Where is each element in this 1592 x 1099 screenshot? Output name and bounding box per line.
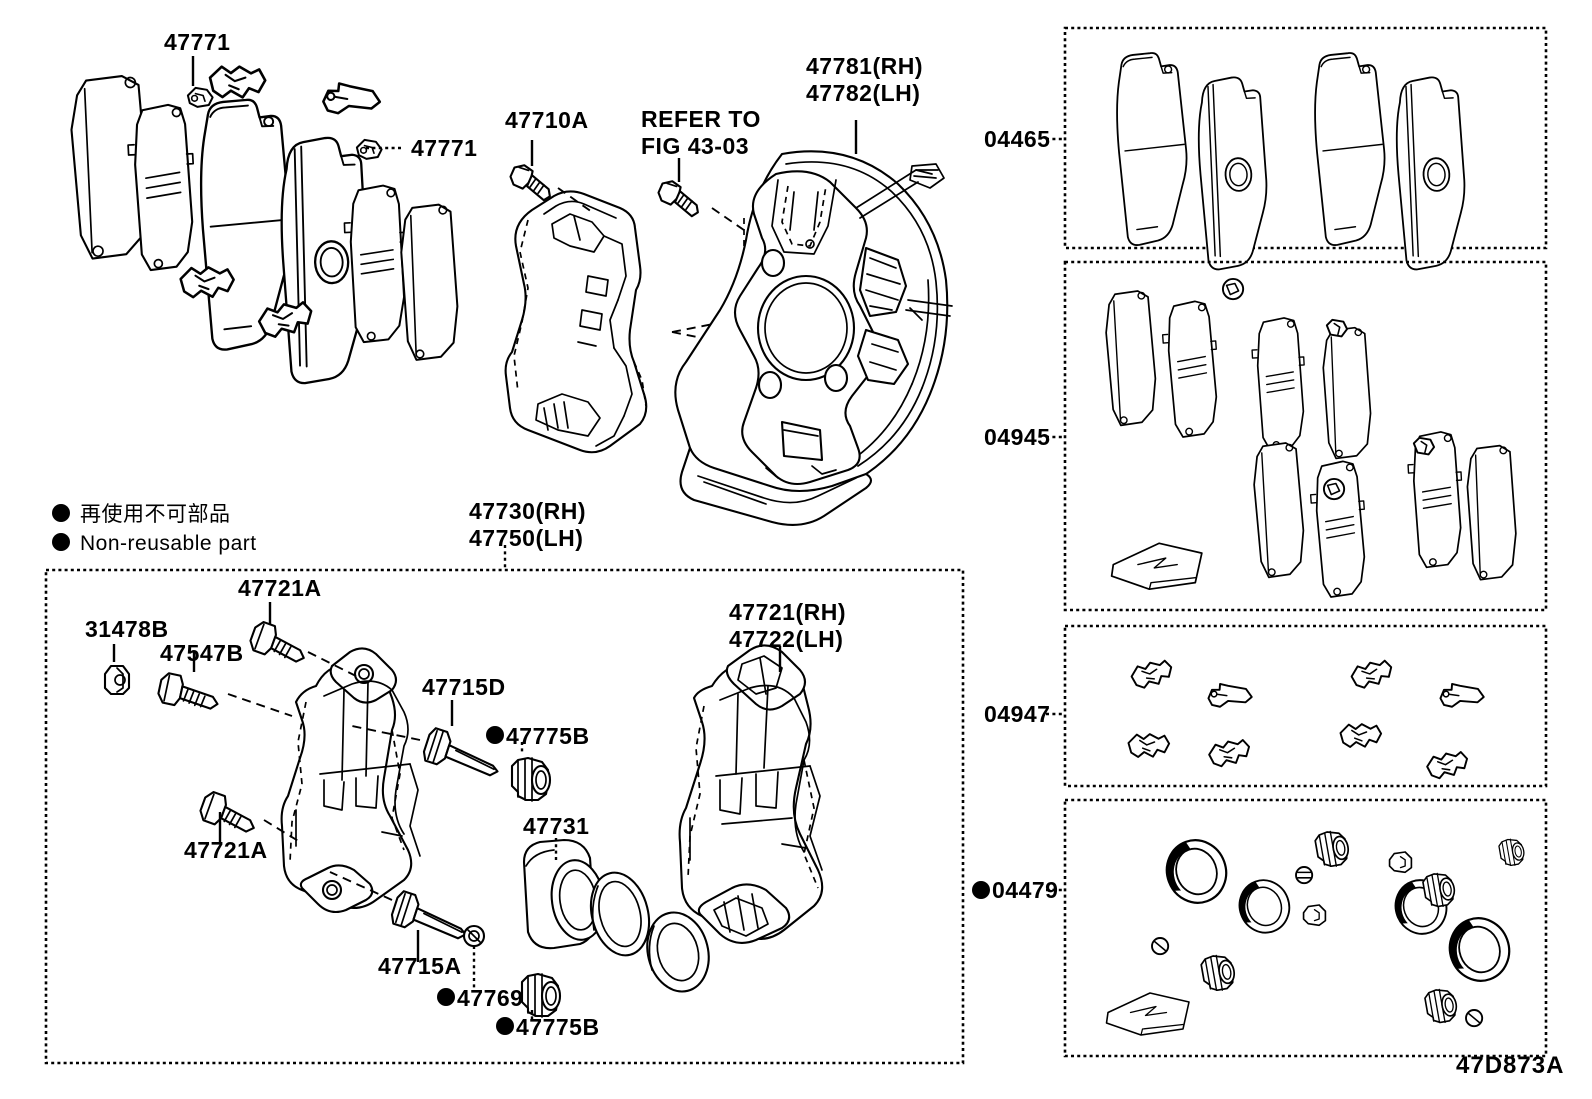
kit-04479-contents [1105,828,1527,1036]
label-47775B-upper: 47775B [506,723,590,749]
kit-04945-contents [1102,277,1520,599]
label-kit-04465: 04465 [984,126,1051,152]
label-47769: 47769 [457,985,524,1011]
dust-shield-group [674,150,953,526]
kit-04947-contents [1126,658,1486,781]
legend-en-text: Non-reusable part [80,532,257,555]
caliper-detail-group [103,602,824,1020]
caliper-body-group [504,140,771,454]
label-47730-47750: 47730(RH) 47750(LH) [469,498,586,551]
label-47710A: 47710A [505,107,589,133]
label-47547B: 47547B [160,640,244,666]
label-47771-top: 47771 [164,29,231,55]
label-47715D: 47715D [422,674,506,700]
label-kit-04947: 04947 [984,701,1051,727]
label-47731: 47731 [523,813,590,839]
label-47781-47782: 47781(RH) 47782(LH) [806,53,923,106]
label-47721A-lower: 47721A [184,837,268,863]
label-47715A: 47715A [378,953,462,979]
label-31478B: 31478B [85,616,169,642]
label-47721A-upper: 47721A [238,575,322,601]
legend-jp-text: 再使用不可部品 [80,502,231,526]
figure-id: 47D873A [1456,1052,1565,1079]
label-refer-to-fig: REFER TO FIG 43-03 [641,106,761,159]
label-47771-right: 47771 [411,135,478,161]
label-kit-04945: 04945 [984,424,1051,450]
pad-stack-group [70,56,462,385]
label-47721-47722: 47721(RH) 47722(LH) [729,599,846,652]
label-kit-04479: 04479 [992,877,1059,903]
kit-04465-contents [1112,50,1470,272]
label-47775B-lower: 47775B [516,1014,600,1040]
